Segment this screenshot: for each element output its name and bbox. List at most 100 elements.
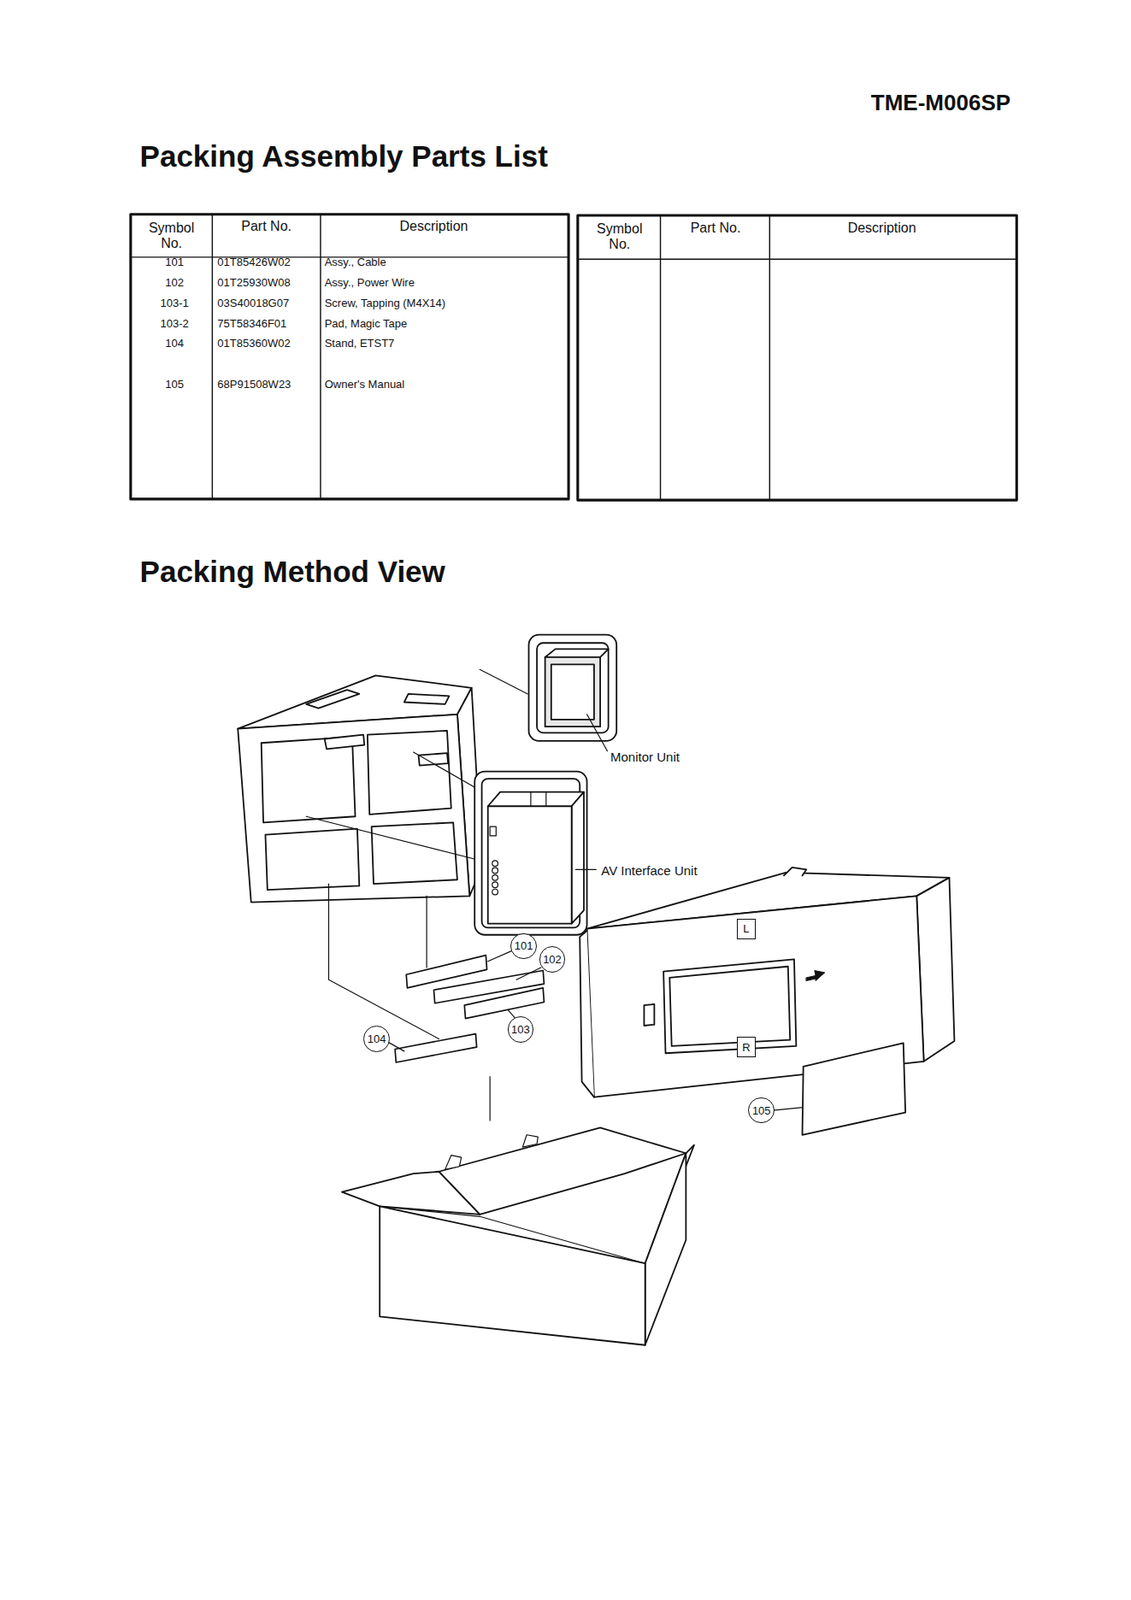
carton-box bbox=[379, 1206, 645, 1345]
av-interface-unit bbox=[492, 867, 499, 874]
monitor-unit bbox=[545, 648, 609, 658]
callout-number: 102 bbox=[539, 946, 566, 973]
table-header: Description bbox=[848, 220, 917, 236]
leader-line bbox=[479, 669, 528, 695]
foam-cushion bbox=[783, 867, 807, 877]
part-name: AV Interface Unit bbox=[600, 863, 697, 878]
carton-box bbox=[341, 1172, 480, 1215]
parts-table-right bbox=[577, 215, 1017, 501]
table-header: Symbol No. bbox=[591, 221, 648, 254]
foam-tray bbox=[404, 694, 450, 705]
parts-table-left bbox=[319, 214, 321, 500]
node-text: 103 bbox=[511, 1024, 531, 1036]
leader-line bbox=[489, 1077, 491, 1121]
monitor-unit bbox=[529, 635, 618, 742]
av-interface-unit bbox=[545, 792, 547, 808]
parts-table-left bbox=[130, 214, 569, 500]
foam-tray bbox=[237, 714, 470, 903]
part-number: 68P91508W23 bbox=[217, 378, 291, 392]
part-description: Assy., Cable bbox=[324, 255, 387, 269]
leader-line bbox=[328, 883, 439, 1039]
callout-leader bbox=[516, 967, 542, 980]
foam-tray bbox=[371, 822, 458, 884]
part-description: Pad, Magic Tape bbox=[324, 317, 408, 330]
foam-cushion bbox=[663, 959, 796, 1054]
carton-box bbox=[341, 1127, 695, 1345]
leader-line bbox=[306, 816, 489, 863]
callout-leader bbox=[388, 1042, 405, 1052]
monitor-unit bbox=[587, 714, 608, 752]
part-number: 03S40018G07 bbox=[217, 296, 289, 310]
callout-number: 104 bbox=[363, 1025, 390, 1053]
av-interface-unit bbox=[474, 771, 587, 936]
av-interface-unit bbox=[489, 826, 496, 837]
part-number: 01T85360W02 bbox=[217, 337, 290, 351]
callout-leader bbox=[772, 1107, 804, 1112]
av-interface-unit bbox=[571, 792, 584, 925]
part-name: Monitor Unit bbox=[610, 749, 680, 765]
part-number: 01T25930W08 bbox=[217, 276, 290, 289]
av-interface-unit bbox=[492, 882, 499, 889]
section-heading: Packing Method View bbox=[140, 554, 446, 590]
node-text: 105 bbox=[752, 1105, 772, 1117]
symbol-number: 105 bbox=[164, 378, 184, 392]
symbol-number: 102 bbox=[164, 276, 184, 289]
table-header: Description bbox=[399, 218, 468, 235]
page-title: Packing Assembly Parts List bbox=[140, 139, 548, 174]
table-header: Symbol No. bbox=[143, 219, 201, 252]
part-description: Screw, Tapping (M4X14) bbox=[324, 296, 446, 310]
node-text: 101 bbox=[514, 940, 534, 952]
foam-tray bbox=[367, 730, 452, 815]
accessory-part bbox=[394, 955, 544, 1063]
av-interface-unit bbox=[474, 771, 596, 936]
callout-number: 101 bbox=[510, 933, 537, 961]
model-number: TME-M006SP bbox=[871, 90, 1011, 117]
accessory-part bbox=[394, 1034, 478, 1063]
node-text: 104 bbox=[367, 1033, 387, 1045]
parts-table-right bbox=[577, 215, 1017, 501]
monitor-unit bbox=[545, 657, 601, 727]
carton-box bbox=[438, 1127, 686, 1214]
av-interface-unit bbox=[492, 860, 499, 867]
symbol-number: 103-2 bbox=[160, 317, 189, 330]
foam-tray bbox=[261, 736, 356, 823]
foam-tray bbox=[324, 735, 366, 750]
part-description: Owner's Manual bbox=[324, 378, 406, 392]
carton-box bbox=[379, 1206, 645, 1264]
av-interface-unit bbox=[492, 875, 499, 882]
foam-cushion bbox=[643, 1004, 654, 1026]
node-text: R bbox=[742, 1042, 750, 1054]
packing-illustration bbox=[130, 214, 1017, 1346]
foam-tray bbox=[306, 689, 360, 708]
foam-tray bbox=[265, 829, 360, 891]
foam-tray bbox=[237, 675, 482, 902]
table-header: Part No. bbox=[241, 218, 292, 235]
table-header: Part No. bbox=[690, 220, 742, 236]
parts-table-left bbox=[212, 214, 213, 500]
node-text: 102 bbox=[542, 954, 562, 966]
carton-box bbox=[645, 1153, 687, 1345]
av-interface-unit bbox=[488, 792, 584, 808]
manual-sheet bbox=[802, 1042, 907, 1135]
callout-leader bbox=[488, 950, 514, 962]
parts-table-right bbox=[659, 215, 661, 501]
av-interface-unit bbox=[575, 869, 596, 871]
accessory-part bbox=[464, 988, 544, 1020]
monitor-unit bbox=[536, 642, 609, 733]
foam-cushion bbox=[806, 971, 825, 982]
part-number: 01T85426W02 bbox=[217, 255, 290, 269]
part-number: 75T58346F01 bbox=[217, 317, 287, 330]
av-interface-unit bbox=[488, 806, 572, 924]
parts-table-right bbox=[769, 215, 771, 501]
part-description: Assy., Power Wire bbox=[324, 276, 415, 289]
parts-table-left bbox=[130, 214, 569, 500]
orientation-mark: L bbox=[736, 918, 756, 940]
carton-box bbox=[522, 1135, 538, 1148]
leader-line bbox=[413, 752, 477, 789]
monitor-unit bbox=[551, 664, 595, 719]
callout-number: 105 bbox=[748, 1097, 775, 1125]
manual-sheet bbox=[802, 1042, 907, 1135]
foam-cushion bbox=[579, 930, 595, 1098]
callout-number: 103 bbox=[507, 1016, 535, 1043]
leader-line bbox=[306, 669, 528, 1121]
